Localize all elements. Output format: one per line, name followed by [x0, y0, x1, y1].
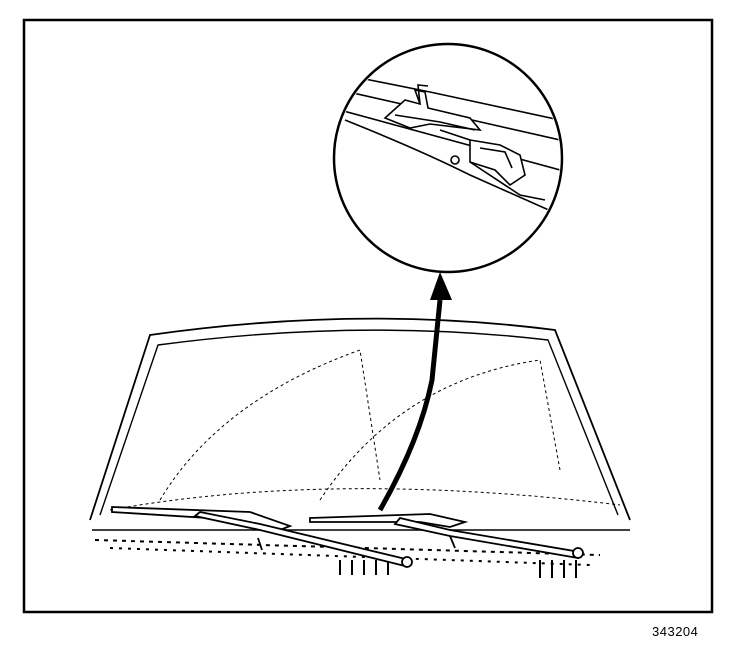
callout-arrow — [377, 272, 452, 512]
figure-frame — [22, 18, 714, 614]
magnified-detail-circle — [332, 42, 564, 274]
figure-reference-number: 343204 — [652, 624, 699, 639]
wiper-blade-right — [257, 513, 584, 560]
windshield-outline — [89, 317, 631, 531]
wiper-blade-left — [111, 506, 413, 568]
